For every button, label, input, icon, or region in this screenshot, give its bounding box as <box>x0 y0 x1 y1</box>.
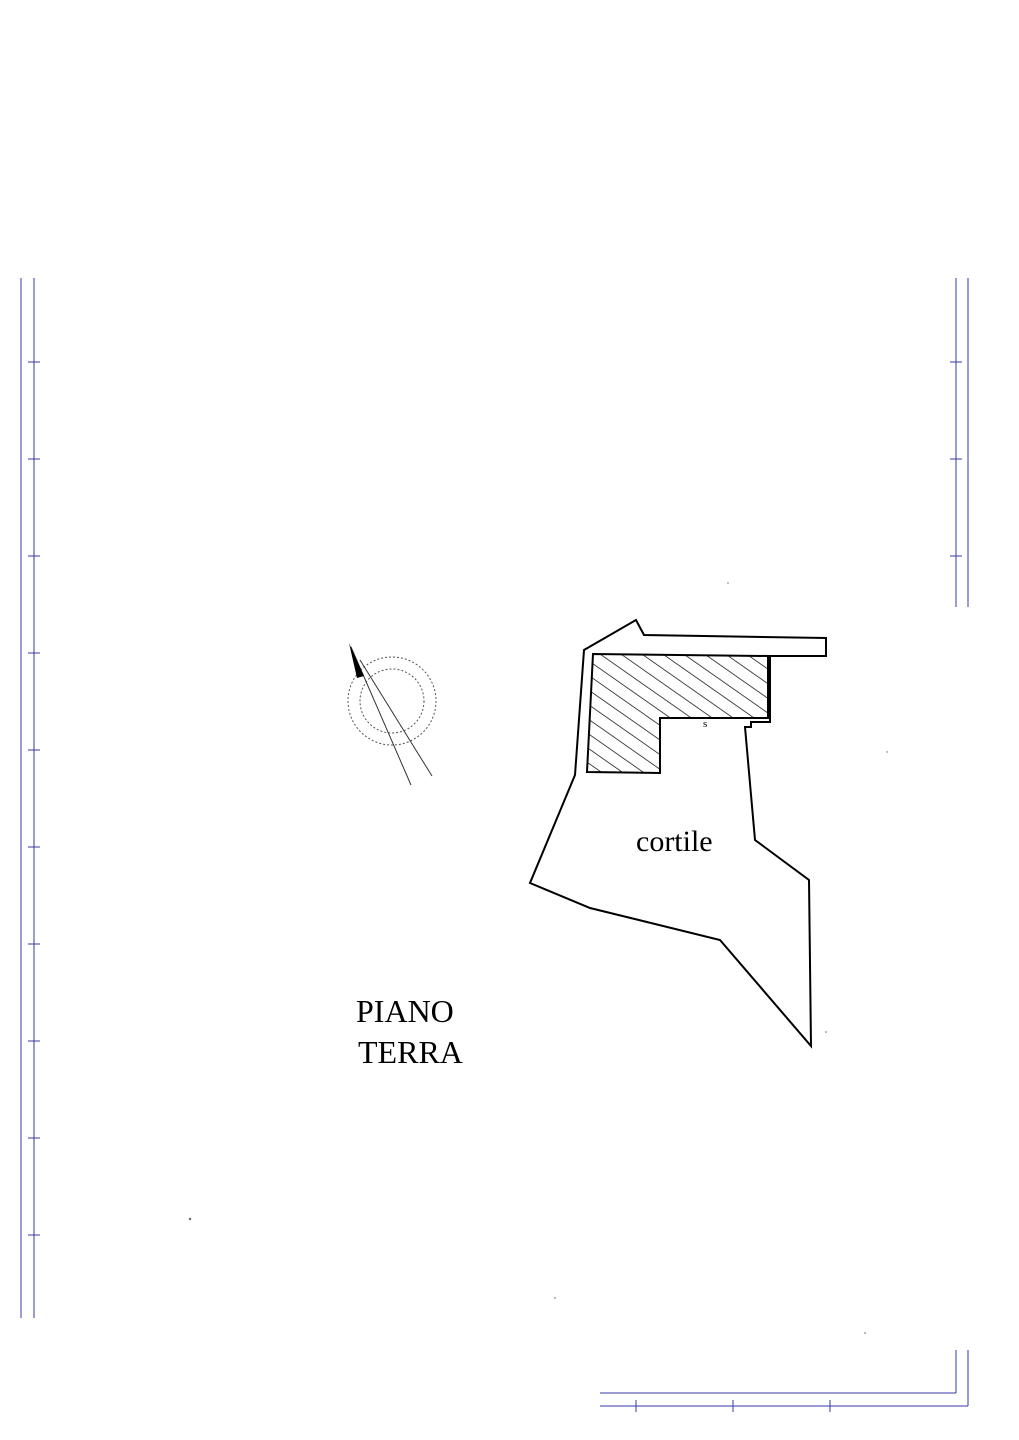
small-mark: s <box>703 718 707 730</box>
bottom-frame <box>600 1350 969 1412</box>
title-line-1: PIANO <box>356 993 454 1029</box>
courtyard-label: cortile <box>636 825 713 858</box>
building-hatched <box>585 652 769 775</box>
right-frame <box>950 278 969 607</box>
scan-specks <box>188 582 888 1334</box>
north-arrow-icon <box>347 643 437 786</box>
title-line-2: TERRA <box>358 1034 463 1070</box>
left-frame <box>20 278 40 1318</box>
site-outline <box>528 618 827 1049</box>
